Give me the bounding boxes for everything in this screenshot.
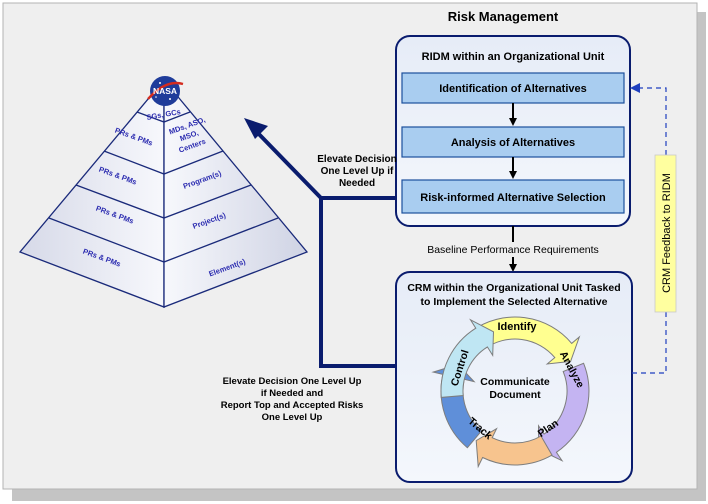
feedback-label: CRM Feedback to RIDM: [661, 173, 673, 293]
feedback-label-box: [654, 154, 677, 313]
ridm-step-analysis: Analysis of Alternatives: [401, 126, 625, 158]
baseline-label-bg: [430, 242, 598, 257]
elevate-arrow-head: [244, 118, 268, 139]
crm-title-line1: CRM within the Organizational Unit Taske…: [407, 282, 620, 294]
elevate-top-line3: Needed: [339, 178, 375, 189]
elevate-top-line2: One Level Up if: [321, 166, 394, 177]
ridm-title: RIDM within an Organizational Unit: [422, 51, 605, 63]
crm-title-line2: to Implement the Selected Alternative: [421, 296, 608, 308]
crm-cycle: [431, 316, 590, 469]
diagram-title: Risk Management: [448, 9, 559, 24]
ridm-step-identification: Identification of Alternatives: [401, 72, 625, 104]
elevate-bottom-line2: if Needed and: [261, 388, 323, 399]
ridm-step-label: Identification of Alternatives: [439, 83, 587, 95]
ridm-step-selection: Risk-informed Alternative Selection: [401, 179, 625, 214]
organization-pyramid: [18, 78, 309, 308]
pyramid-right-face: [163, 78, 309, 308]
pyramid-level-lines: [48, 111, 279, 263]
ridm-step-label: Risk-informed Alternative Selection: [420, 192, 606, 204]
elevate-connector: [319, 196, 396, 368]
elevate-bottom-line1: Elevate Decision One Level Up: [223, 376, 362, 387]
elevate-arrow-shaft: [250, 125, 323, 200]
ridm-step-label: Analysis of Alternatives: [451, 137, 575, 149]
cycle-segment-analyze: [537, 362, 590, 462]
feedback-connector: [630, 83, 667, 374]
cycle-label-identify: Identify: [497, 321, 537, 333]
elevate-bottom-line4: One Level Up: [262, 412, 323, 423]
nasa-logo-text: NASA: [153, 86, 177, 96]
nasa-logo: NASA: [147, 76, 184, 106]
cycle-segment-control: [440, 318, 495, 398]
cycle-center-line1: Communicate: [480, 376, 550, 388]
cycle-center-line2: Document: [489, 389, 541, 401]
baseline-label: Baseline Performance Requirements: [427, 244, 599, 256]
elevate-bottom-line3: Report Top and Accepted Risks: [221, 400, 364, 411]
cycle-segment-plan: [475, 427, 553, 469]
elevate-top-line1: Elevate Decision: [317, 154, 396, 165]
cycle-segment-identify: [471, 316, 581, 365]
